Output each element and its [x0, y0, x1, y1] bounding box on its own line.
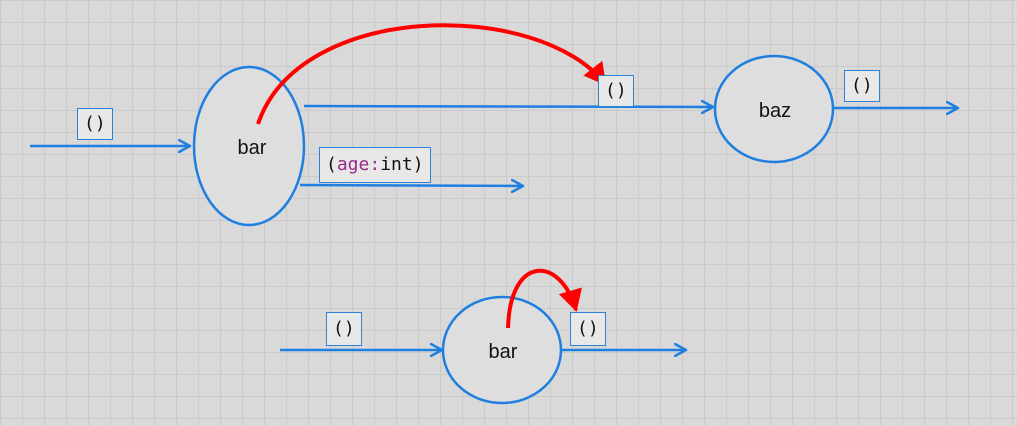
node-bar-bottom-label: bar	[489, 341, 518, 363]
type-box-baz-output: ()	[844, 70, 880, 102]
record-field-name: age	[336, 154, 370, 175]
type-box-output-bottom: ()	[570, 312, 606, 346]
record-field-type: int	[380, 154, 413, 175]
record-open-paren: (	[326, 154, 337, 175]
type-box-input-bottom: ()	[326, 312, 362, 346]
node-bar-top-label: bar	[238, 137, 267, 159]
edge-bar-top-record-output	[299, 185, 523, 186]
node-baz-label: baz	[759, 100, 791, 122]
node-bar-top[interactable]	[192, 65, 306, 227]
record-colon: :	[369, 154, 381, 175]
type-box-baz-input: ()	[598, 75, 634, 107]
call-arrow-bottom	[506, 269, 582, 329]
node-baz[interactable]	[713, 54, 835, 164]
record-close-paren: )	[412, 154, 424, 175]
type-box-input-top: ()	[77, 108, 113, 140]
edge-bar-top-to-baz	[303, 106, 713, 107]
type-box-record: (age:int)	[319, 147, 431, 183]
call-arrow-top	[256, 23, 607, 125]
node-bar-bottom[interactable]	[441, 295, 563, 405]
